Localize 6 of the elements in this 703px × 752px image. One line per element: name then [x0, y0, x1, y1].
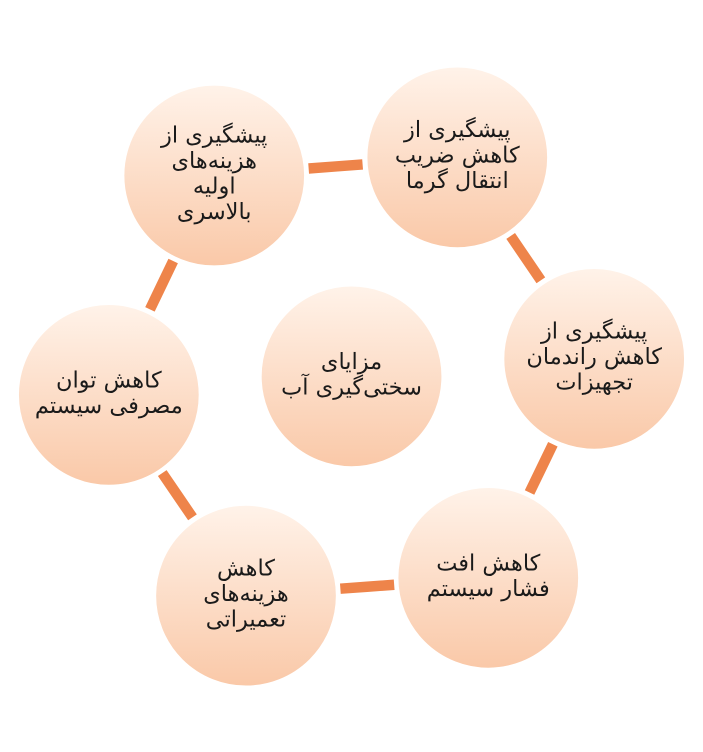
connector	[524, 441, 558, 494]
connector	[145, 258, 178, 312]
connector	[308, 158, 363, 174]
connector	[158, 470, 197, 520]
connector	[340, 579, 395, 594]
connector	[506, 232, 546, 283]
